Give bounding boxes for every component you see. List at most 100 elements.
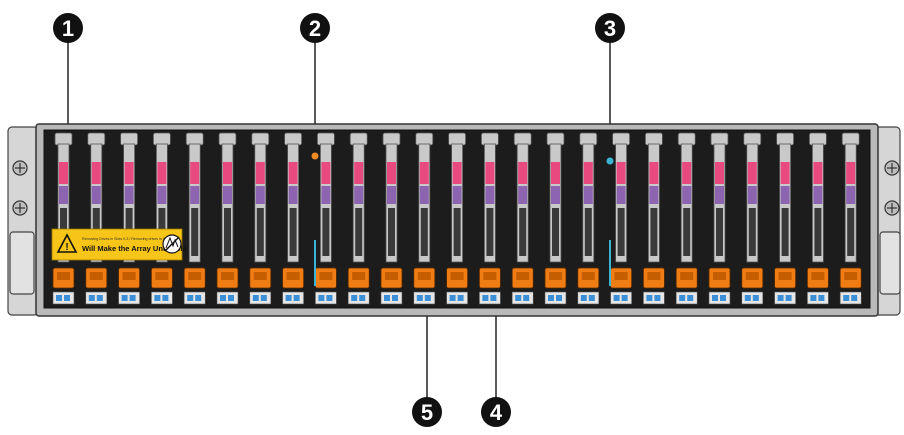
latch-grip xyxy=(352,272,366,280)
drive-slot[interactable] xyxy=(216,132,239,305)
carrier-accent-purple xyxy=(846,186,856,204)
left-handle[interactable] xyxy=(9,231,35,295)
callout-1-number: 1 xyxy=(62,16,74,41)
latch-grip xyxy=(745,272,759,280)
carrier-accent-purple xyxy=(190,186,200,204)
latch-grip xyxy=(844,272,858,280)
carrier-tab xyxy=(809,132,827,146)
carrier-accent-pink xyxy=(387,162,396,184)
carrier-accent-pink xyxy=(321,162,331,184)
drive-slot[interactable] xyxy=(446,132,469,305)
carrier-vent xyxy=(552,208,559,256)
carrier-tab xyxy=(120,132,138,146)
drive-activity-led xyxy=(515,295,522,301)
carrier-vent xyxy=(256,208,264,256)
carrier-accent-purple xyxy=(288,186,298,204)
drive-slot[interactable] xyxy=(183,132,206,305)
drive-slot[interactable] xyxy=(380,132,403,305)
drive-activity-led xyxy=(121,295,128,301)
carrier-accent-purple xyxy=(518,186,528,204)
drive-activity-led xyxy=(88,295,95,301)
drive-status-led xyxy=(588,295,595,301)
drive-activity-led xyxy=(449,295,456,301)
drive-slot[interactable] xyxy=(249,132,272,305)
drive-activity-led xyxy=(580,295,587,301)
drive-status-led xyxy=(260,295,267,301)
carrier-accent-purple xyxy=(91,186,101,204)
drive-activity-led xyxy=(187,295,194,301)
carrier-tab xyxy=(316,132,335,146)
right-handle[interactable] xyxy=(879,231,901,295)
right-rack-ear xyxy=(873,126,901,316)
drive-slot[interactable] xyxy=(577,132,600,305)
drive-activity-led xyxy=(154,295,161,301)
carrier-vent xyxy=(486,208,494,256)
carrier-accent-pink xyxy=(846,162,856,184)
drive-slot[interactable] xyxy=(511,132,534,305)
latch-grip xyxy=(417,272,431,280)
carrier-tab xyxy=(349,132,368,146)
callout-3: 3 xyxy=(595,13,625,43)
drive-slot[interactable] xyxy=(347,132,370,305)
latch-grip xyxy=(450,272,464,280)
carrier-tab xyxy=(710,132,729,146)
carrier-accent-purple xyxy=(59,186,68,204)
carrier-tab xyxy=(284,132,303,146)
drive-activity-led xyxy=(252,295,259,301)
carrier-vent xyxy=(224,208,231,256)
latch-grip xyxy=(811,272,825,280)
carrier-accent-purple xyxy=(387,186,396,204)
carrier-accent-purple xyxy=(649,186,659,204)
carrier-tab xyxy=(54,132,73,146)
callout-4-number: 4 xyxy=(490,400,503,425)
drive-status-led xyxy=(752,295,759,301)
left-rack-ear xyxy=(7,126,39,316)
drive-slot[interactable] xyxy=(544,132,567,305)
drive-status-led xyxy=(654,295,661,301)
latch-grip xyxy=(286,272,300,280)
drive-slot[interactable] xyxy=(807,132,829,305)
drive-slot[interactable] xyxy=(478,132,501,305)
warning-triangle-icon xyxy=(56,233,78,253)
drive-status-led xyxy=(490,295,497,301)
drive-status-led xyxy=(818,295,825,301)
carrier-accent-purple xyxy=(321,186,331,204)
drive-slot[interactable] xyxy=(839,132,862,305)
power-led xyxy=(606,157,614,165)
drive-slot[interactable] xyxy=(643,132,665,305)
carrier-vent xyxy=(584,208,592,256)
latch-grip xyxy=(155,272,169,280)
callout-2: 2 xyxy=(300,13,330,43)
drive-slot[interactable] xyxy=(675,132,698,305)
carrier-tab xyxy=(218,132,237,146)
drive-slot[interactable] xyxy=(610,132,632,305)
carrier-accent-purple xyxy=(715,186,724,204)
carrier-vent xyxy=(847,208,855,256)
latch-grip xyxy=(385,272,398,280)
drive-slot[interactable] xyxy=(282,132,305,305)
carrier-accent-purple xyxy=(485,186,495,204)
carrier-tab xyxy=(415,132,434,146)
latch-grip xyxy=(680,272,694,280)
drive-slot[interactable] xyxy=(741,132,764,305)
drive-slot[interactable] xyxy=(314,132,337,305)
carrier-accent-pink xyxy=(419,162,429,184)
latch-grip xyxy=(581,272,595,280)
drive-slot[interactable] xyxy=(413,132,436,305)
drive-status-led xyxy=(621,295,628,301)
carrier-accent-pink xyxy=(551,162,560,184)
latch-grip xyxy=(614,272,628,280)
carrier-vent xyxy=(519,208,527,256)
fault-led xyxy=(311,152,319,160)
drive-slot[interactable] xyxy=(774,132,796,305)
carrier-tab xyxy=(776,132,794,146)
carrier-vent xyxy=(814,208,822,256)
carrier-accent-pink xyxy=(649,162,659,184)
drive-activity-led xyxy=(777,295,784,301)
drive-activity-led xyxy=(56,295,62,301)
drive-slot[interactable] xyxy=(708,132,731,305)
carrier-accent-pink xyxy=(91,162,101,184)
carrier-tab xyxy=(448,132,467,146)
carrier-vent xyxy=(289,208,297,256)
callout-5-number: 5 xyxy=(421,400,433,425)
